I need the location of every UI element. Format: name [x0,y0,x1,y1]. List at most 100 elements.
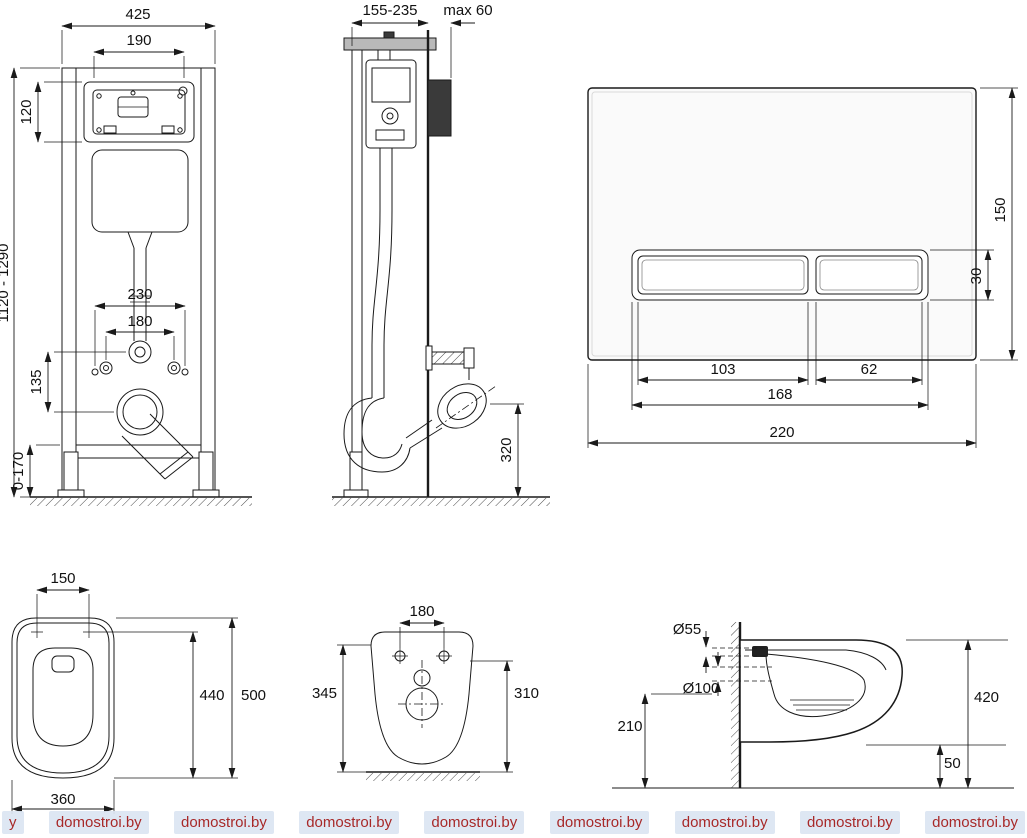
dim-label-30: 30 [968,268,985,285]
cistern-side [365,49,417,149]
toilet-side-view: Ø55 Ø100 210 420 50 [612,621,1014,789]
dim-buttons-width: 168 [631,302,929,410]
drain-chute [121,413,194,480]
watermark-text: domostroi.by [299,810,400,834]
dim-135: 135 [28,351,126,413]
bowl-opening [32,647,94,747]
frame-front-view: 425 190 120 1120 - 1290 230 [0,6,252,506]
dim-label-150: 150 [992,197,1009,222]
watermark-text: domostroi.by [674,810,775,834]
dim-label-d100: Ø100 [683,680,720,697]
dim-plate-width: 220 [587,364,977,448]
watermark-text: domostroi.by [424,810,525,834]
seat-hinge-block [752,646,768,657]
watermark-text: domostroi.by [799,810,900,834]
wall-hatching [731,622,740,788]
dim-label-220: 220 [769,424,794,441]
dim-height-345: 345 [312,644,371,773]
dim-230: 230 [94,286,186,366]
dim-label-d55: Ø55 [673,621,701,638]
top-bracket [343,37,437,51]
dim-outlet-height: 320 [490,403,524,498]
outlet-cone [437,383,487,429]
dim-label-1120-1290: 1120 - 1290 [0,244,12,323]
dim-depth-inner: 440 [95,631,238,779]
dim-label-440: 440 [199,687,224,704]
dim-plate-height: 150 [980,87,1018,361]
ground-line [366,771,480,781]
watermark-text: domostroi.by [549,810,650,834]
frame-side-view: 155-235 max 60 320 [332,2,550,506]
dim-label-500: 500 [241,687,266,704]
dim-label-max-60: max 60 [443,2,492,19]
ground-line [332,496,550,506]
drain-socket [116,388,164,436]
water-lines [790,699,854,711]
dim-depth-range: 155-235 [351,2,429,46]
dim-label-168: 168 [767,386,792,403]
watermark-text: domostroi.by [925,810,1025,834]
flush-button-large [637,255,809,295]
ground-line [30,496,252,506]
dim-label-210: 210 [617,718,642,735]
dim-label-310: 310 [514,685,539,702]
water-inlet-hole [413,669,431,687]
dim-clearance: 50 [866,744,1006,789]
watermark-text: domostroi.by [174,810,274,834]
flush-button-small [815,255,923,295]
flush-bend-pipe [371,148,393,398]
dim-rim-height: 420 [906,639,1008,789]
dim-label-230: 230 [127,286,152,303]
button-recess [631,249,929,301]
dim-bolt-span: 180 [399,603,445,648]
watermark-text-partial: y [2,810,24,834]
dim-height-310: 310 [470,660,539,773]
dim-button-height: 30 [930,249,994,301]
mounting-holes [392,648,452,664]
dim-label-103: 103 [710,361,735,378]
dim-hinge-span: 150 [36,570,90,626]
wc-bolt-left [99,361,113,375]
bowl-side-outline [739,639,903,743]
dim-flush-pipe-diameter: Ø55 [673,621,710,673]
dim-label-0-170: 0-170 [10,452,27,490]
dim-drain-height: 210 [617,693,712,789]
dim-drain-pipe-diameter: Ø100 [683,652,722,697]
dim-label-135: 135 [28,369,45,394]
bowl-outline [11,617,115,779]
dim-label-120: 120 [18,99,35,124]
dim-depth-total: 500 [116,617,266,779]
dim-label-360: 360 [50,791,75,808]
dim-button-large-width: 103 [637,302,809,385]
flush-plate-view: 30 150 103 62 168 [587,87,1018,448]
bowl-cavity [765,653,866,718]
dim-label-420: 420 [974,689,999,706]
dim-label-155-235: 155-235 [362,2,417,19]
adjustable-feet [57,451,220,498]
toilet-back-view: 180 345 310 [312,603,539,781]
flush-plate [587,87,977,361]
dim-label-62: 62 [861,361,878,378]
callout-marker [178,86,188,96]
toilet-top-view: 150 440 500 360 [11,570,266,814]
hinge-marks [31,626,95,638]
cistern-access-box [83,81,195,143]
dim-label-425: 425 [125,6,150,23]
wall-bracket [425,345,475,380]
dim-frame-width: 425 [61,6,216,64]
dim-label-190: 190 [126,32,151,49]
dim-label-345: 345 [312,685,337,702]
watermark-row: y domostroi.by domostroi.by domostroi.by… [0,806,1027,838]
dim-bowl-width: 360 [11,780,115,814]
dim-180: 180 [105,313,175,360]
watermark-text: domostroi.by [48,810,149,834]
concealed-tank [91,149,189,233]
dim-button-small-width: 62 [815,302,923,385]
dim-label-180: 180 [127,313,152,330]
dim-cistern-height: 120 [18,81,82,143]
drain-elbow [343,397,443,473]
wc-bolt-right [167,361,181,375]
dim-cistern-width: 190 [93,32,185,78]
